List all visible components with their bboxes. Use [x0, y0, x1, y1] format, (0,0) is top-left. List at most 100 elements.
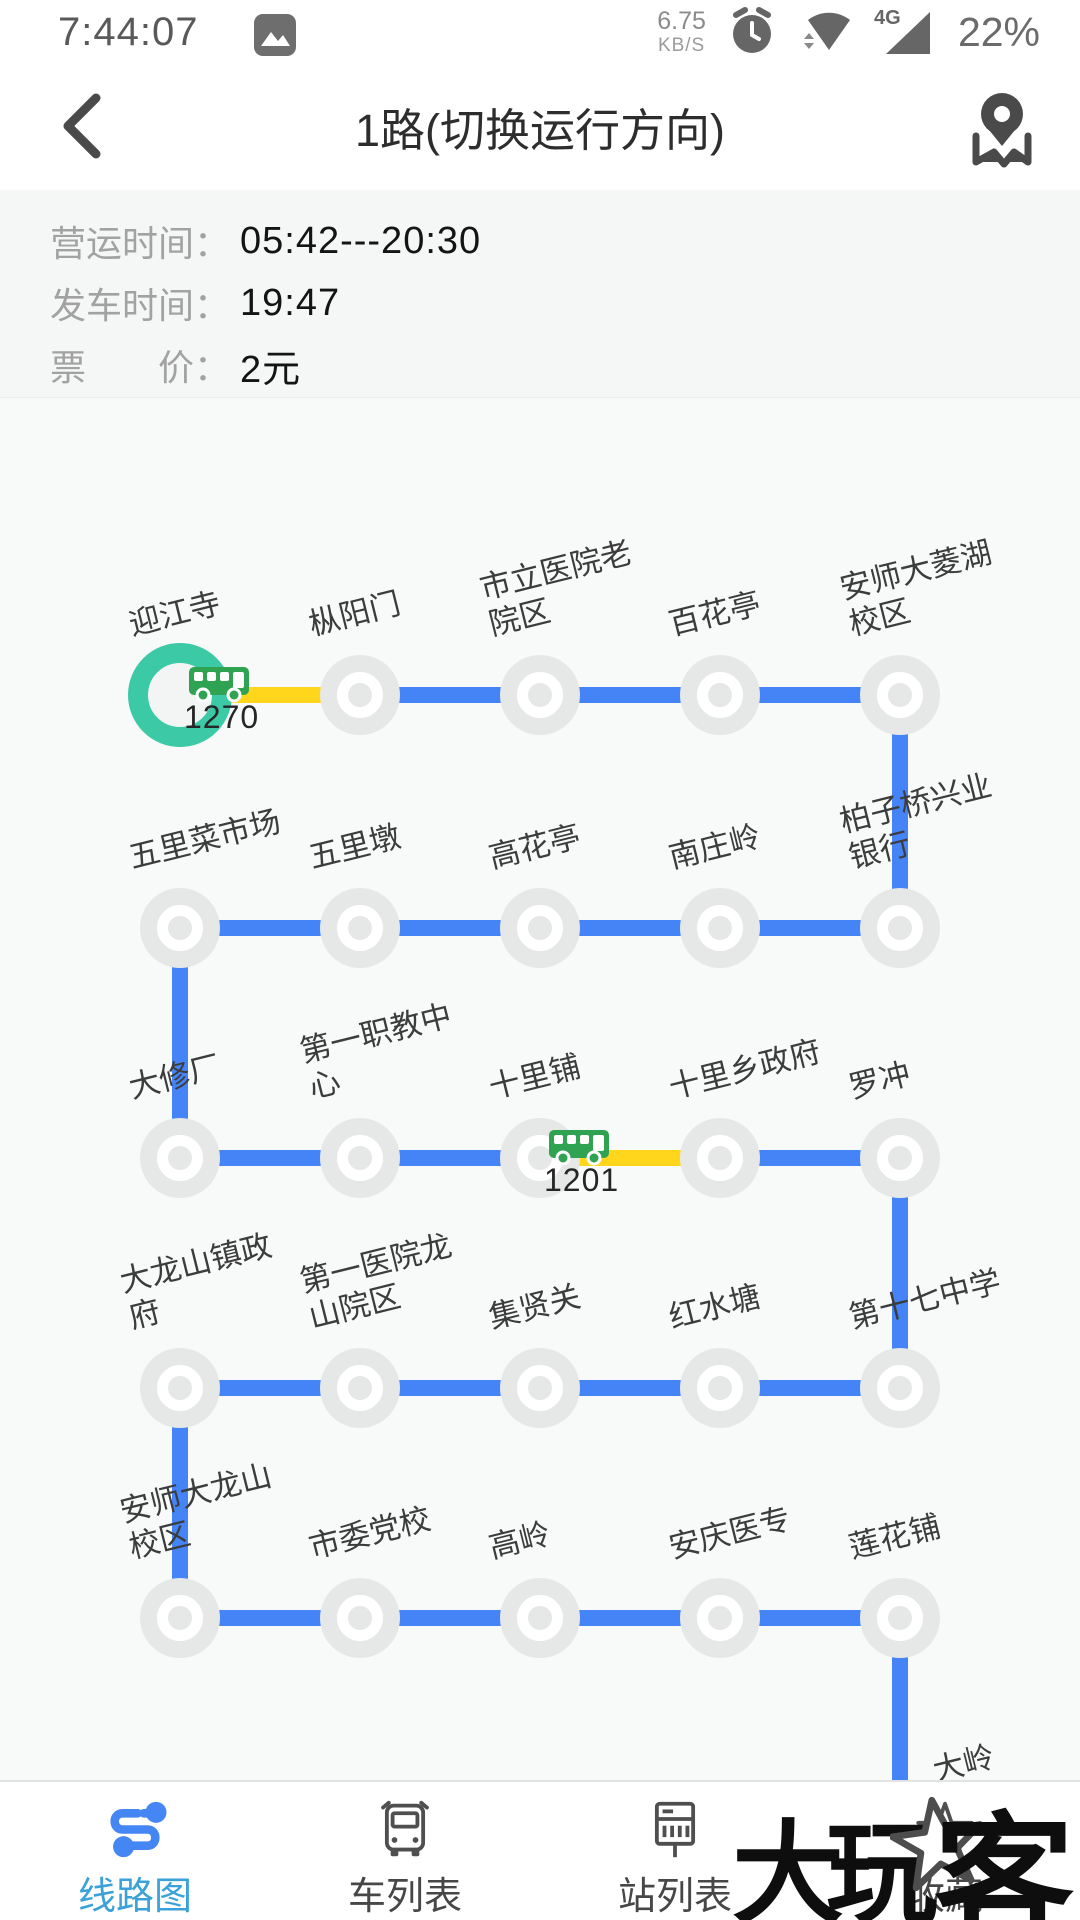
clock-time: 7:44:07 [58, 10, 199, 54]
station-marker-ring [877, 1595, 923, 1641]
station-label: 安师大龙山校区 [116, 1457, 276, 1566]
station-label: 第一职教中心 [296, 997, 456, 1106]
station-marker-ring [517, 1365, 563, 1411]
station-marker[interactable] [140, 1348, 220, 1428]
station-marker[interactable] [860, 1578, 940, 1658]
station-marker[interactable] [680, 1348, 760, 1428]
route-segment [720, 1380, 900, 1396]
station-marker-ring [697, 1365, 743, 1411]
wifi-icon [803, 12, 850, 50]
alarm-icon [732, 7, 771, 53]
route-segment [360, 1610, 540, 1626]
route-segment [172, 928, 188, 1158]
tab-bar: 线路图 车列表 [0, 1780, 1080, 1920]
info-row: 票 价： 2元 [50, 334, 1080, 396]
station-marker[interactable] [860, 655, 940, 735]
route-segment [540, 920, 720, 936]
station-marker[interactable] [140, 888, 220, 968]
station-marker-ring [697, 1135, 743, 1181]
station-marker[interactable] [860, 888, 940, 968]
station-marker[interactable] [320, 888, 400, 968]
station-marker-ring [157, 1595, 203, 1641]
station-marker[interactable] [320, 1118, 400, 1198]
fare-value: 2元 [240, 348, 302, 391]
route-segment [360, 1150, 540, 1166]
station-label: 安庆医专 [665, 1501, 795, 1566]
tab-bus-list[interactable]: 车列表 [270, 1782, 540, 1920]
tab-favorites[interactable]: 收藏 [810, 1782, 1080, 1920]
station-marker-ring [337, 1135, 383, 1181]
station-marker[interactable] [680, 1578, 760, 1658]
tab-route-map[interactable]: 线路图 [0, 1782, 270, 1920]
departure-time-label: 发车时间： [50, 285, 231, 326]
station-label: 高花亭 [485, 818, 584, 876]
station-marker-ring [877, 1135, 923, 1181]
station-marker-ring [517, 1595, 563, 1641]
station-marker[interactable] [860, 1348, 940, 1428]
station-label: 市立医院老院区 [476, 534, 636, 643]
station-marker[interactable] [320, 1578, 400, 1658]
station-label: 集贤关 [485, 1278, 584, 1336]
station-marker-ring [877, 905, 923, 951]
station-marker[interactable] [320, 1348, 400, 1428]
battery-percent: 22% [957, 8, 1040, 55]
station-marker-ring [157, 905, 203, 951]
signal-4g-label: 4G [874, 7, 901, 29]
bus-icon[interactable] [188, 665, 250, 703]
station-marker-ring [877, 1365, 923, 1411]
station-marker[interactable] [680, 888, 760, 968]
station-label: 市委党校 [305, 1501, 435, 1566]
station-marker-ring [697, 672, 743, 718]
map-view-button[interactable] [962, 84, 1042, 168]
map-pin-icon [972, 93, 1032, 168]
station-label: 迎江寺 [125, 585, 224, 643]
status-icons: 6.75 KB/S 4G 22% [657, 4, 1040, 60]
route-segment [540, 1380, 720, 1396]
station-marker[interactable] [140, 1578, 220, 1658]
route-segment [720, 1150, 900, 1166]
station-label: 十里乡政府 [665, 1033, 825, 1106]
route-segment [720, 1610, 900, 1626]
station-label: 第一医院龙山院区 [296, 1227, 456, 1336]
station-marker[interactable] [500, 1348, 580, 1428]
station-label: 第十七中学 [845, 1263, 1005, 1336]
route-segment [540, 1610, 720, 1626]
route-segment [180, 1150, 360, 1166]
station-marker[interactable] [860, 1118, 940, 1198]
page-title: 1路(切换运行方向) [355, 104, 725, 156]
photo-icon [254, 14, 296, 56]
operating-hours-value: 05:42---20:30 [240, 219, 482, 262]
station-marker[interactable] [320, 655, 400, 735]
station-marker[interactable] [680, 655, 760, 735]
network-speed: 6.75 KB/S [657, 7, 706, 56]
tab-station-list[interactable]: 站列表 [540, 1782, 810, 1920]
station-marker-ring [337, 905, 383, 951]
fare-label: 票 价： [50, 347, 231, 388]
route-segment [892, 1618, 908, 1780]
station-marker[interactable] [680, 1118, 760, 1198]
route-segment [180, 920, 360, 936]
station-marker[interactable] [500, 888, 580, 968]
station-list-icon [654, 1801, 696, 1858]
bus-icon[interactable] [548, 1128, 610, 1166]
departure-time-value: 19:47 [240, 281, 341, 324]
station-label: 红水塘 [665, 1278, 764, 1336]
station-label: 高岭 [485, 1516, 554, 1566]
route-segment [180, 1610, 360, 1626]
station-label: 五里墩 [305, 818, 404, 876]
station-marker-ring [157, 1365, 203, 1411]
back-button[interactable] [52, 90, 112, 162]
station-label: 大修厂 [125, 1048, 224, 1106]
station-marker[interactable] [500, 655, 580, 735]
station-marker[interactable] [140, 1118, 220, 1198]
station-marker-ring [517, 905, 563, 951]
tab-label: 线路图 [77, 1876, 192, 1918]
station-marker-ring [157, 1135, 203, 1181]
station-marker[interactable] [500, 1578, 580, 1658]
status-bar: 7:44:07 6.75 KB/S 4G [0, 0, 1080, 62]
favorite-star-icon [916, 1801, 974, 1858]
station-marker-ring [337, 1595, 383, 1641]
station-label: 罗冲 [845, 1056, 914, 1106]
header: 1路(切换运行方向) [0, 62, 1080, 190]
